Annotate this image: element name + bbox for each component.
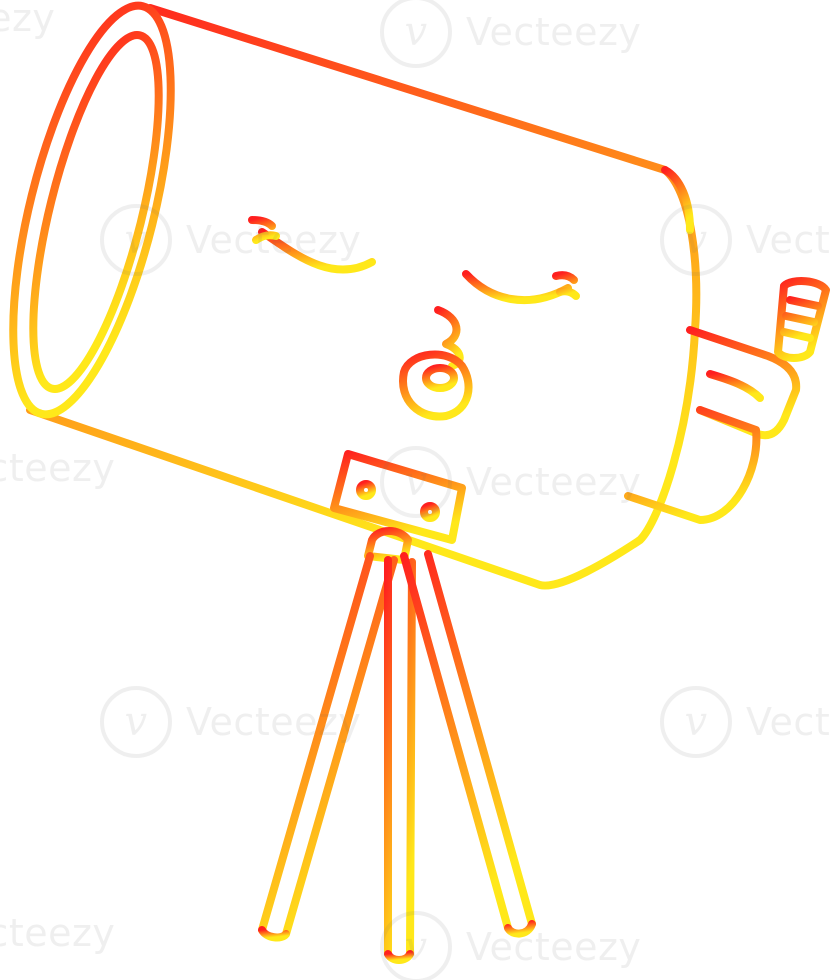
tripod-leg-right-foot xyxy=(504,920,536,938)
tripod-leg-middle-foot xyxy=(384,950,414,964)
left-eyelash xyxy=(248,216,280,244)
mouth-outer xyxy=(399,350,473,421)
mount-bracket xyxy=(330,450,466,544)
tripod-leg-left xyxy=(258,552,398,938)
bracket-screw-left xyxy=(356,480,376,500)
side-mount-notch xyxy=(706,370,764,402)
side-mount-lower xyxy=(624,406,761,524)
side-mount xyxy=(686,326,801,440)
right-eyelash xyxy=(552,271,580,300)
mouth-inner xyxy=(422,364,458,392)
tripod-leg-middle xyxy=(384,556,416,958)
lens-inner-ring xyxy=(29,31,163,393)
tripod-leg-left-foot xyxy=(258,926,290,942)
right-eye xyxy=(462,270,572,305)
eyepiece-ridges xyxy=(780,296,822,342)
tripod-leg-right xyxy=(400,550,536,932)
tube-rear-edge xyxy=(661,166,694,234)
lens-outer-ring xyxy=(9,1,175,419)
eyepiece xyxy=(774,277,830,362)
bracket-screw-right xyxy=(420,502,440,522)
